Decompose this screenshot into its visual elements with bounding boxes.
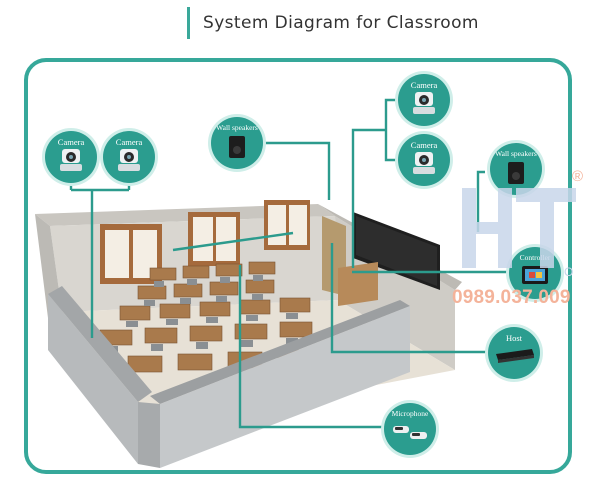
chair-rows — [106, 275, 298, 353]
front-left-wall — [48, 286, 152, 402]
host-icon — [496, 349, 534, 363]
camera-icon — [413, 152, 435, 174]
microphone-node: Microphone — [384, 403, 436, 455]
camera-label: Camera — [115, 137, 143, 147]
microphone-icon — [393, 426, 427, 439]
connector-lines — [69, 98, 508, 429]
controller-icon — [522, 266, 548, 284]
teacher-podium — [338, 262, 378, 306]
wall-speakers-label: Wall speakers — [216, 123, 258, 132]
title-accent-bar — [187, 7, 190, 39]
camera-icon — [118, 149, 140, 171]
window-2 — [188, 212, 240, 266]
back-wall — [35, 204, 335, 226]
page-title: System Diagram for Classroom — [203, 13, 479, 33]
controller-label: Controller — [519, 253, 551, 262]
front-wall-top — [150, 300, 410, 404]
host-label: Host — [505, 333, 523, 343]
window-3 — [264, 200, 310, 250]
front-wall — [160, 306, 410, 468]
watermark-fragment: O — [564, 265, 574, 279]
camera-node-left-2: Camera — [103, 131, 155, 183]
camera-label: Camera — [410, 140, 438, 150]
speaker-icon — [229, 136, 245, 158]
speaker-icon — [508, 162, 524, 184]
wall-speakers-label: Wall speakers — [495, 149, 537, 158]
camera-icon — [60, 149, 82, 171]
microphone-label: Microphone — [391, 409, 429, 418]
wall-speakers-node-right: Wall speakers — [490, 143, 542, 195]
camera-label: Camera — [57, 137, 85, 147]
watermark-registered: ® — [572, 168, 584, 185]
camera-node-left-1: Camera — [45, 131, 97, 183]
front-left-wall-face — [48, 294, 138, 464]
camera-icon — [413, 92, 435, 114]
desk-rows — [99, 261, 313, 373]
camera-node-right-mid: Camera — [398, 134, 450, 186]
wall-speakers-node-left: Wall speakers — [211, 117, 263, 169]
watermark-phone: 0989.037.009 — [452, 287, 571, 308]
front-wall-end — [138, 402, 160, 468]
camera-label: Camera — [410, 80, 438, 90]
camera-node-right-top: Camera — [398, 74, 450, 126]
host-node: Host — [488, 327, 540, 379]
